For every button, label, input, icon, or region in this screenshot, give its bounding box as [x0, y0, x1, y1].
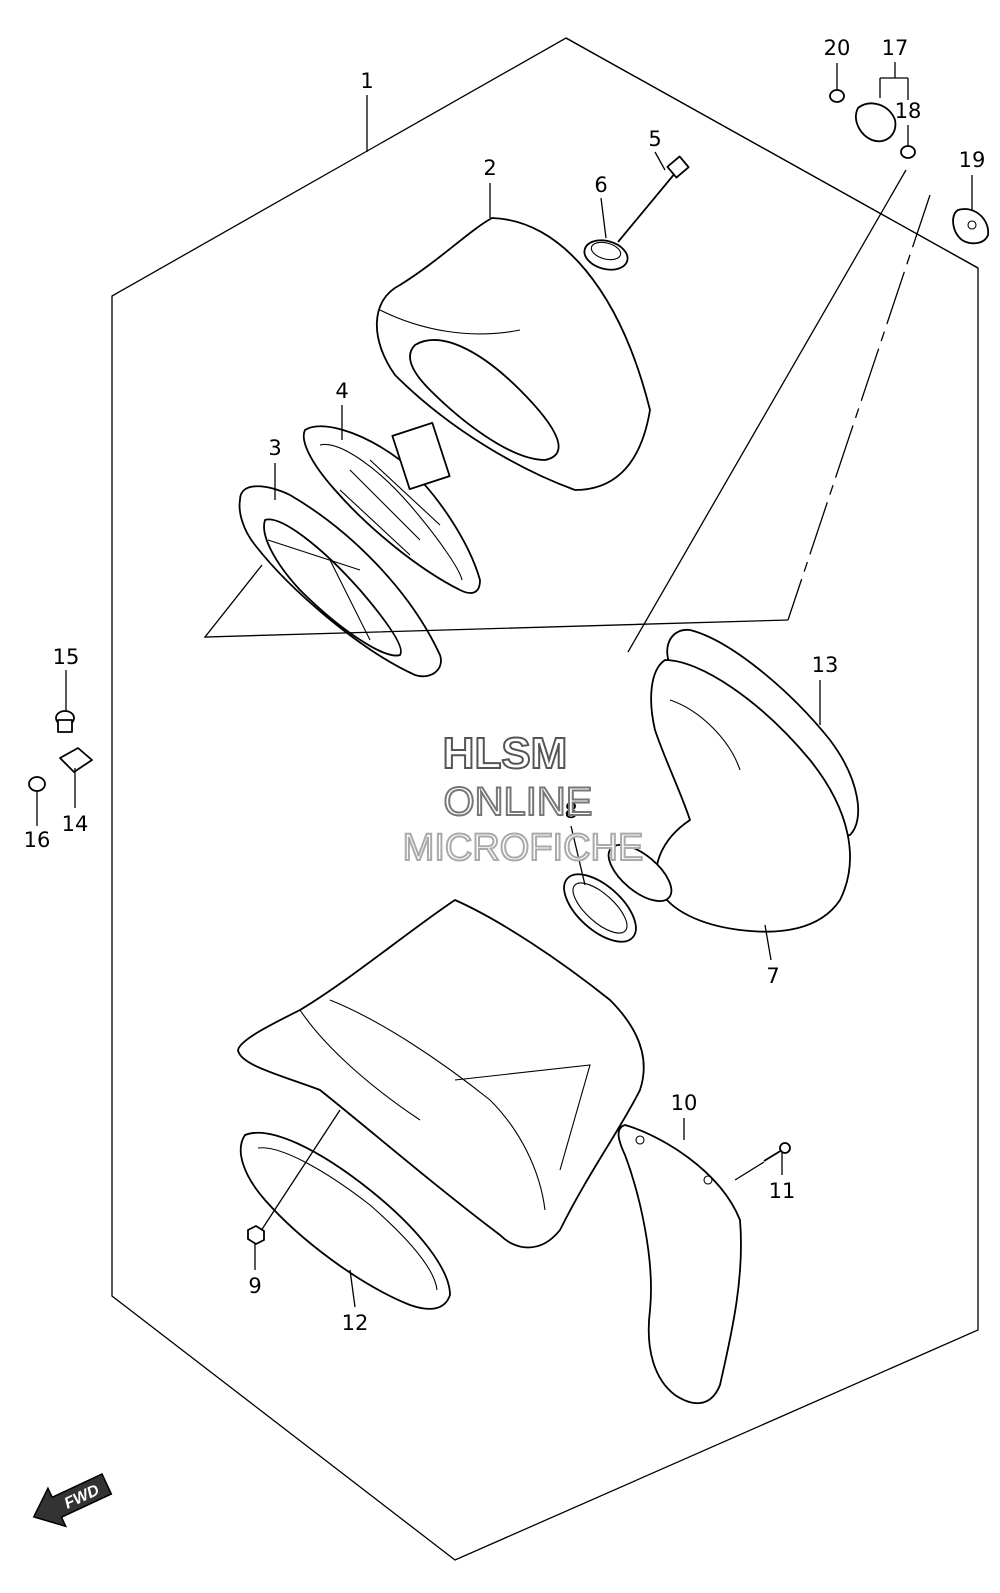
leader-part-9 — [254, 1109, 341, 1241]
callout-7: 7 — [766, 964, 779, 988]
watermark-line-2: ONLINE — [444, 780, 593, 824]
callout-20: 20 — [824, 36, 851, 60]
part-11-screw — [763, 1142, 791, 1162]
callout-2: 2 — [483, 156, 496, 180]
leader-part-1 — [565, 37, 979, 269]
callout-1: 1 — [360, 69, 373, 93]
leader-part-3-bolts — [203, 564, 789, 638]
callout-11: 11 — [769, 1179, 796, 1203]
part-15-bolt — [55, 710, 75, 733]
leader-part-19 — [787, 194, 931, 621]
callout-17: 17 — [882, 36, 909, 60]
leader-part-17 — [627, 169, 907, 653]
part-2-air-filter — [375, 217, 651, 491]
airbox-case — [237, 899, 645, 1249]
callout-6: 6 — [594, 173, 607, 197]
part-18-o-ring — [900, 145, 916, 159]
part-19-plate — [952, 208, 989, 245]
callout-4: 4 — [335, 379, 348, 403]
callout-8: 8 — [564, 799, 577, 823]
callout-10: 10 — [671, 1091, 698, 1115]
part-9-nut — [247, 1225, 265, 1245]
leader-part-11-to-10 — [734, 1161, 765, 1181]
callout-5: 5 — [648, 127, 661, 151]
callout-15: 15 — [53, 645, 80, 669]
callout-18: 18 — [895, 99, 922, 123]
part-3-holder-plate — [238, 485, 442, 678]
part-5-bolt — [617, 155, 690, 243]
callout-14: 14 — [62, 812, 89, 836]
callout-12: 12 — [342, 1311, 369, 1335]
part-6-collar — [583, 239, 629, 271]
callout-16: 16 — [24, 828, 51, 852]
callout-19: 19 — [959, 148, 986, 172]
part-7-intake-duct — [607, 659, 851, 933]
part-8-clamp — [563, 873, 637, 943]
part-16-nut — [28, 776, 46, 792]
fwd-arrow-icon: FWD — [32, 1473, 113, 1528]
part-20-screw — [829, 89, 845, 103]
part-14-clip-nut — [59, 747, 93, 773]
callout-9: 9 — [248, 1274, 261, 1298]
part-4-filter-cage — [302, 421, 481, 594]
part-10-cover — [617, 1124, 742, 1405]
watermark-line-1: HLSM — [443, 729, 568, 778]
callout-3: 3 — [268, 436, 281, 460]
callout-13: 13 — [812, 653, 839, 677]
part-12-gasket — [239, 1131, 451, 1310]
callout-leaders — [36, 62, 973, 1308]
watermark-line-3: MICROFICHE — [403, 827, 644, 869]
